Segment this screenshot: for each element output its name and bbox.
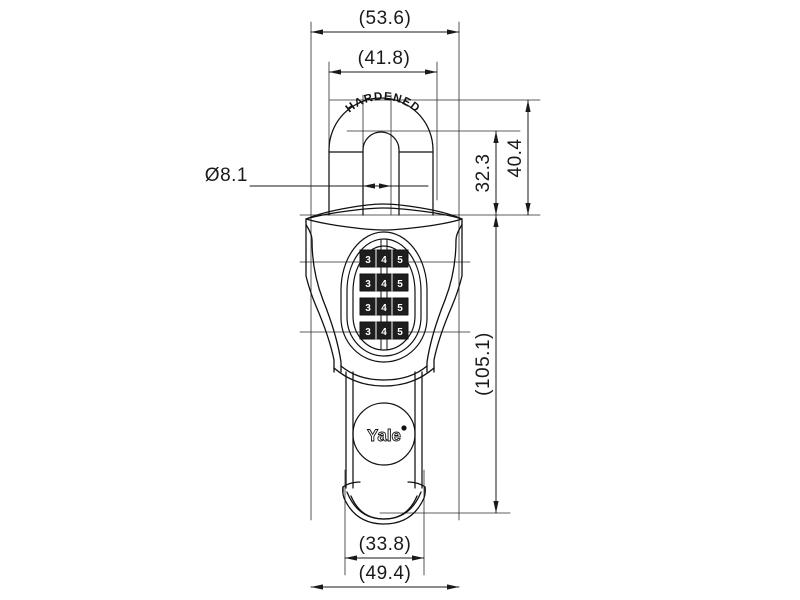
dial-digit: 4	[381, 255, 387, 266]
dimension-shackle-clearance-label: 32.3	[473, 154, 494, 193]
dial-row[interactable]: 3 4 5	[359, 249, 409, 268]
dial-digit: 5	[397, 279, 403, 290]
dial-row[interactable]: 3 4 5	[359, 321, 409, 340]
dial-digit: 3	[365, 279, 371, 290]
yale-text: Yale	[367, 426, 401, 445]
dial-digit: 4	[381, 279, 387, 290]
dial-digit: 4	[381, 303, 387, 314]
padlock-top-cap	[305, 203, 463, 231]
padlock-foot	[342, 481, 426, 525]
dimension-overall-height-label: (105.1)	[473, 332, 494, 396]
dimension-shackle-height-label: 40.4	[505, 139, 526, 178]
dial-wheels[interactable]: 3 4 5 3 4 5 3 4 5	[359, 249, 409, 340]
dimension-overall-width-label: (53.6)	[359, 8, 412, 29]
dial-digit: 4	[381, 327, 387, 338]
dial-digit: 5	[397, 255, 403, 266]
dial-row[interactable]: 3 4 5	[359, 297, 409, 316]
dial-digit: 3	[365, 255, 371, 266]
dial-digit: 3	[365, 327, 371, 338]
padlock-shackle	[328, 97, 434, 216]
yale-badge	[352, 402, 416, 466]
dimension-shank-width-label: (33.8)	[359, 534, 412, 555]
yale-dot	[401, 425, 407, 431]
hardened-text: HARDENED	[344, 91, 423, 116]
dial-row[interactable]: 3 4 5	[359, 273, 409, 292]
dial-digit: 3	[365, 303, 371, 314]
dial-digit: 5	[397, 327, 403, 338]
dimension-shackle-width-label: (41.8)	[358, 48, 411, 69]
dial-digit: 5	[397, 303, 403, 314]
dimension-shackle-diameter-label: Ø8.1	[205, 165, 248, 186]
shackle-hardened-label: HARDENED	[344, 91, 423, 116]
yale-wordmark: Yale	[367, 425, 407, 445]
dimension-base-width-label: (49.4)	[359, 563, 412, 584]
